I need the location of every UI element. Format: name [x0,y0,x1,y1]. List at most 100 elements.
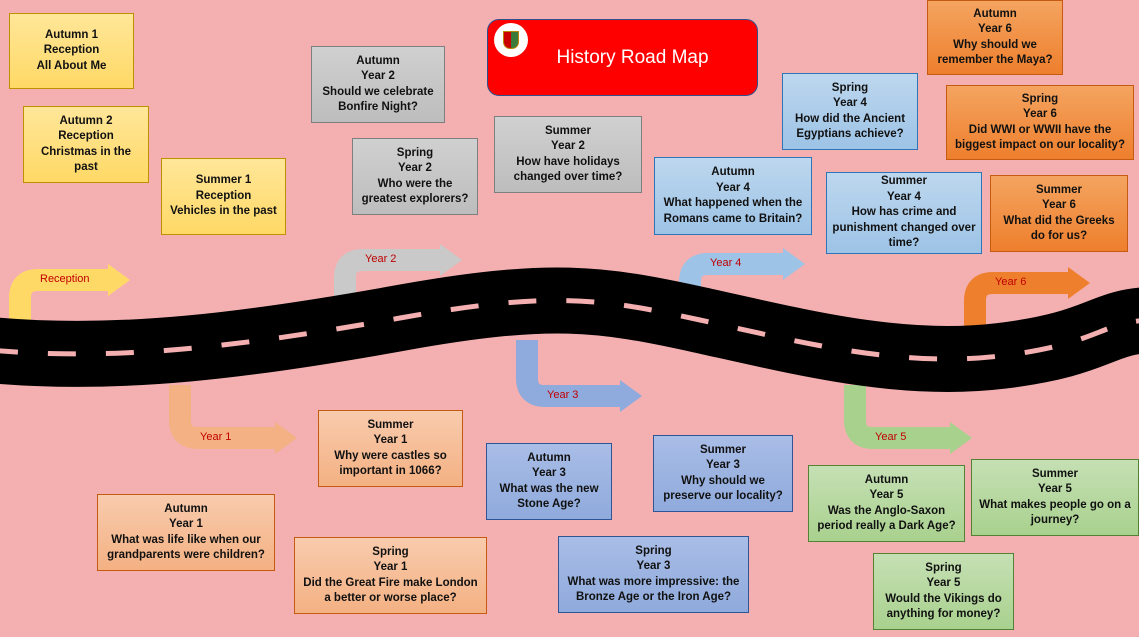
arrow-shaft [516,340,620,407]
arrow-shaft [964,272,1068,330]
arrow-label: Year 2 [365,253,397,265]
topic-year: Year 6 [978,23,1012,35]
topic-question: Was the Anglo-Saxon period really a Dark… [817,504,956,533]
topic-season: Autumn [711,166,755,178]
topic-question: What was the new Stone Age? [499,482,599,511]
road-centre-line [0,297,1139,362]
topic-question: What did the Greeks do for us? [1003,214,1115,243]
arrow-shaft [679,253,783,300]
arrow-head-icon [783,248,805,280]
topic-question: What was life like when our grandparents… [107,533,265,562]
topic-year: Year 4 [887,190,921,203]
topic-year: Year 5 [1038,483,1072,495]
topic-season: Summer [1031,467,1079,480]
arrow-head-icon [275,422,297,454]
topic-season: Autumn 2 [59,114,113,127]
arrow-label: Reception [40,273,90,285]
topic-year: Reception [58,130,114,142]
topic-season: Autumn [527,451,571,464]
topic-season: Autumn 1 [44,28,99,41]
topic-year: Year 1 [169,518,203,530]
topic-season: Summer [367,418,414,431]
arrow-head-icon [1068,267,1090,299]
arrow-head-icon [108,264,130,296]
topic-year: Year 2 [398,162,432,174]
topic-question: Why should we remember the Maya? [937,38,1053,67]
topic-question: Did WWI or WWII have the biggest impact … [955,123,1125,152]
arrow-shaft [169,385,275,449]
topic-year: Year 6 [1042,199,1076,211]
topic-season: Summer 1 [195,174,252,187]
arrow-shaft [844,385,950,449]
topic-question: Who were the greatest explorers? [361,177,469,206]
topic-question: How has crime and punishment changed ove… [832,206,976,250]
topic-year: Year 1 [373,434,408,446]
school-crest-icon [494,23,528,57]
topic-season: Autumn [356,54,400,67]
topic-question: Christmas in the past [40,145,132,174]
topic-question: Vehicles in the past [170,205,277,218]
topic-season: Summer [699,443,747,456]
topic-question: Would the Vikings do anything for money? [885,592,1002,621]
topic-season: Summer [1035,183,1083,196]
topic-year: Year 3 [636,560,671,572]
topic-year: Year 5 [926,577,961,589]
topic-season: Spring [1021,92,1059,105]
topic-season: Autumn [973,7,1017,20]
arrow-shaft [9,269,108,325]
topic-season: Autumn [864,473,909,486]
arrow-head-icon [620,380,642,412]
topic-year: Reception [195,189,252,202]
arrow-label: Year 4 [710,257,742,269]
arrow-label: Year 3 [547,389,579,401]
page-title: History Road Map [556,46,709,68]
arrow-label: Year 6 [995,276,1027,288]
topic-year: Year 6 [1023,108,1057,120]
topic-question: Did the Great Fire make London a better … [303,576,478,605]
topic-year: Year 2 [361,70,395,82]
topic-question: How did the Ancient Egyptians achieve? [794,112,906,141]
topic-question: What happened when the Romans came to Br… [663,197,803,225]
topic-question: What was more impressive: the Bronze Age… [567,575,740,604]
topic-year: Year 1 [373,561,408,573]
topic-year: Year 4 [833,97,867,109]
arrow-head-icon [440,244,462,276]
topic-season: Spring [635,544,672,557]
topic-year: Reception [43,44,100,57]
topic-year: Year 2 [551,140,585,152]
topic-question: Why should we preserve our locality? [663,474,783,503]
topic-season: Spring [831,81,869,94]
topic-season: Spring [372,545,409,558]
arrow-label: Year 1 [200,431,232,443]
topic-question: What makes people go on a journey? [979,498,1131,527]
topic-question: Why were castles so important in 1066? [334,449,447,478]
topic-season: Summer [880,175,928,188]
topic-question: All About Me [36,59,107,72]
topic-season: Summer [544,124,592,137]
topic-season: Spring [925,561,962,574]
topic-question: Should we celebrate Bonfire Night? [322,85,434,114]
topic-season: Autumn [164,502,208,515]
topic-year: Year 5 [869,489,904,501]
arrow-head-icon [950,422,972,454]
topic-year: Year 4 [716,181,750,194]
